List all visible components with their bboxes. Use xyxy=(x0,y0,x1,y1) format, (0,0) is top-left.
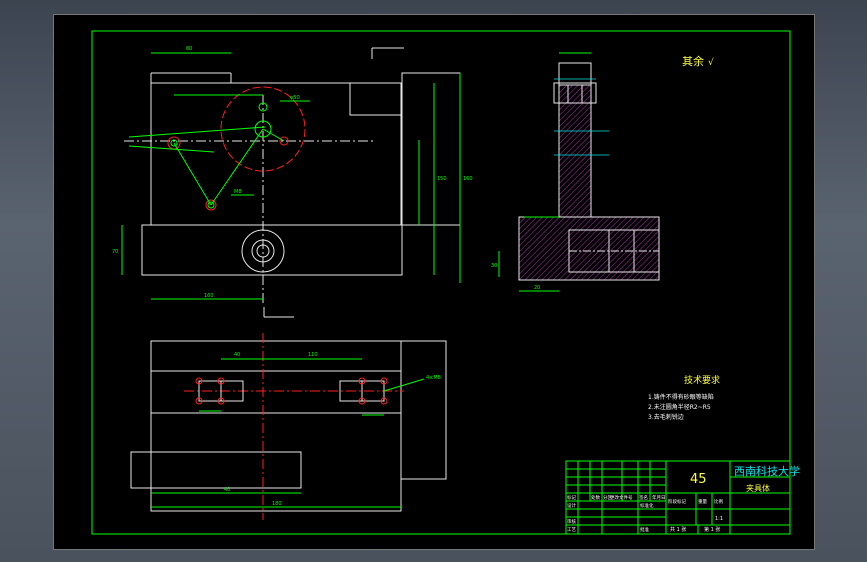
dim-pcd: φ50 xyxy=(290,95,300,101)
tech-req-title: 技术要求 xyxy=(684,374,720,386)
title-label-design: 设计 xyxy=(567,502,576,509)
title-sheet-no: 第 1 张 xyxy=(704,526,720,533)
title-label-ratio: 比例 xyxy=(714,498,723,505)
dim-hole-spacing: 110 xyxy=(308,352,318,358)
dim-thread: M8 xyxy=(234,189,242,195)
dim-top-width: 80 xyxy=(186,46,192,52)
title-label-signature: 签名 xyxy=(639,494,648,501)
dim-hole-pitch: 40 xyxy=(234,352,240,358)
tech-req-item-2: 2.未注圆角半径R2~R5 xyxy=(648,403,711,411)
title-label-standardize: 标准化 xyxy=(640,502,654,509)
title-label-review: 审核 xyxy=(567,518,576,525)
title-label-approve: 批准 xyxy=(640,526,649,533)
title-block xyxy=(565,460,791,535)
title-label-count: 处数 xyxy=(591,494,600,501)
plan-view xyxy=(130,333,447,520)
dim-right-height2: 160 xyxy=(463,176,473,182)
dim-bottom-width: 160 xyxy=(204,293,214,299)
title-sheet-total: 共 1 张 xyxy=(670,526,686,533)
side-section-view xyxy=(498,52,660,292)
title-label-change-doc: 更改文件号 xyxy=(610,494,633,501)
title-scale: 1:1 xyxy=(715,516,723,522)
title-material: 45 xyxy=(690,472,707,487)
title-label-stage-mark: 阶段标记 xyxy=(668,498,686,505)
front-view xyxy=(121,47,461,318)
dim-side-height: 30 xyxy=(491,263,497,269)
title-part-name: 夹具体 xyxy=(746,483,770,493)
title-label-mark: 标记 xyxy=(567,494,576,501)
title-label-zone: 分区 xyxy=(603,494,612,501)
title-label-weight: 重量 xyxy=(698,498,707,505)
title-school: 西南科技大学 xyxy=(734,464,800,478)
dim-thread-note: 4×M8 xyxy=(426,375,441,381)
roughness-note: 其余 xyxy=(682,54,704,68)
dim-base-height: 40 xyxy=(224,487,230,493)
roughness-symbol: √ xyxy=(708,57,714,68)
dim-plan-width: 180 xyxy=(272,501,282,507)
title-label-date: 年月日 xyxy=(652,494,666,501)
tech-req-item-3: 3.去毛刺锐边 xyxy=(648,413,684,421)
dim-side-height2: 20 xyxy=(534,285,540,291)
outer-frame xyxy=(91,30,791,535)
dim-right-height: 150 xyxy=(437,176,447,182)
cad-drawing-viewport[interactable]: 80 160 70 150 160 φ50 M8 30 20 xyxy=(53,14,815,550)
drawing-canvas[interactable]: 80 160 70 150 160 φ50 M8 30 20 xyxy=(54,15,814,549)
title-label-process: 工艺 xyxy=(567,527,576,533)
tech-req-item-1: 1.铸件不得有砂眼等缺陷 xyxy=(648,393,714,401)
dim-left-height: 70 xyxy=(112,249,118,255)
